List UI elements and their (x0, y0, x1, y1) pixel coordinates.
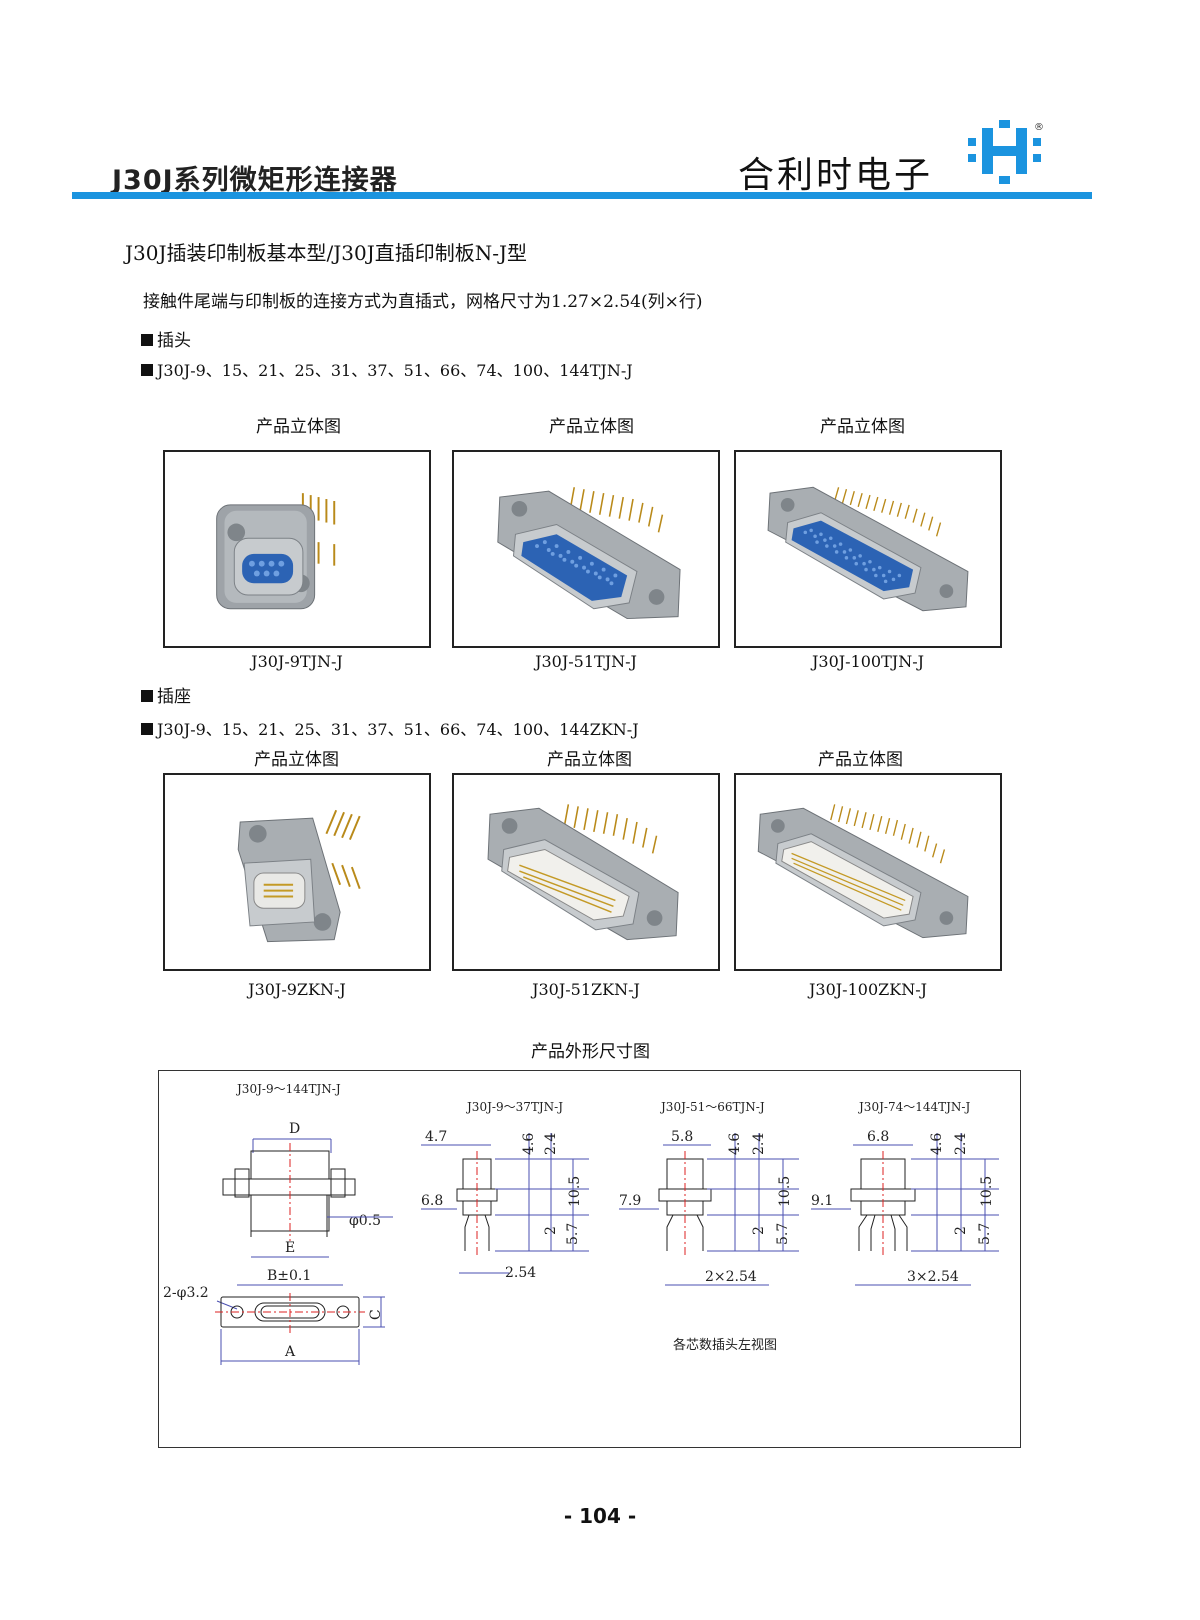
drawing-note: 各芯数插头左视图 (673, 1337, 777, 1353)
socket-caption-3: J30J-100ZKN-J (808, 980, 928, 999)
plug-caption-2: J30J-51TJN-J (535, 652, 637, 671)
series-title: J30J系列微矩形连接器 (112, 165, 398, 196)
svg-text:J30J-74～144TJN-J: J30J-74～144TJN-J (857, 1100, 970, 1114)
plug-view-label-2: 产品立体图 (549, 417, 634, 437)
svg-text:J30J-51～66TJN-J: J30J-51～66TJN-J (659, 1100, 765, 1114)
socket-view-label-1: 产品立体图 (254, 750, 339, 770)
socket-caption-2: J30J-51ZKN-J (532, 980, 640, 999)
plug-image-9 (163, 450, 431, 648)
svg-text:3×2.54: 3×2.54 (907, 1269, 959, 1285)
dim-phi05: φ0.5 (349, 1213, 381, 1229)
svg-text:2.4: 2.4 (543, 1133, 559, 1155)
drawing-title: 产品外形尺寸图 (531, 1042, 650, 1062)
socket-image-9 (163, 773, 431, 971)
plug-image-51 (452, 450, 720, 648)
section-description: 接触件尾端与印制板的连接方式为直插式，网格尺寸为1.27×2.54(列×行) (143, 292, 703, 312)
svg-text:J30J-9～37TJN-J: J30J-9～37TJN-J (465, 1100, 563, 1114)
svg-text:2: 2 (543, 1226, 559, 1235)
svg-text:10.5: 10.5 (777, 1176, 793, 1207)
socket-image-100 (734, 773, 1002, 971)
svg-text:4.7: 4.7 (425, 1129, 447, 1145)
svg-text:6.8: 6.8 (867, 1129, 889, 1145)
plug-caption-1: J30J-9TJN-J (251, 652, 343, 671)
plug-view-label-1: 产品立体图 (256, 417, 341, 437)
plug-caption-3: J30J-100TJN-J (811, 652, 925, 671)
svg-text:2.4: 2.4 (953, 1133, 969, 1155)
header-rule (72, 192, 1092, 199)
svg-text:4.6: 4.6 (929, 1133, 945, 1155)
svg-text:9.1: 9.1 (811, 1193, 833, 1209)
socket-models: J30J-9、15、21、25、31、37、51、66、74、100、144ZK… (141, 716, 639, 740)
plug-view-label-3: 产品立体图 (820, 417, 905, 437)
dim-a: A (284, 1344, 296, 1360)
svg-text:4.6: 4.6 (727, 1133, 743, 1155)
plug-image-100 (734, 450, 1002, 648)
socket-image-51 (452, 773, 720, 971)
socket-view-label-2: 产品立体图 (547, 750, 632, 770)
svg-text:7.9: 7.9 (619, 1193, 641, 1209)
socket-heading: 插座 (141, 682, 191, 707)
svg-text:2×2.54: 2×2.54 (705, 1269, 757, 1285)
svg-text:2: 2 (953, 1226, 969, 1235)
svg-text:6.8: 6.8 (421, 1193, 443, 1209)
svg-text:2: 2 (751, 1226, 767, 1235)
socket-caption-1: J30J-9ZKN-J (248, 980, 346, 999)
socket-view-label-3: 产品立体图 (818, 750, 903, 770)
svg-text:10.5: 10.5 (567, 1176, 583, 1207)
section-title: J30J插装印制板基本型/J30J直插印制板N-J型 (125, 241, 527, 265)
svg-text:5.7: 5.7 (977, 1223, 993, 1245)
dim-e: E (285, 1240, 295, 1256)
plug-models: J30J-9、15、21、25、31、37、51、66、74、100、144TJ… (141, 357, 633, 381)
brand-name: 合利时电子 (738, 155, 934, 196)
registered-mark: ® (1034, 122, 1044, 133)
side-view-3: J30J-74～144TJN-J 6.8 9.1 3×2.54 4.6 2.4 … (811, 1100, 999, 1286)
svg-text:10.5: 10.5 (979, 1176, 995, 1207)
svg-text:2.54: 2.54 (505, 1265, 536, 1281)
plug-heading: 插头 (141, 326, 191, 351)
svg-text:5.7: 5.7 (775, 1223, 791, 1245)
dim-c: C (368, 1309, 384, 1320)
h-logo-icon: ® (968, 120, 1050, 188)
dimension-drawing: J30J-9～144TJN-J D φ0.5 E B±0.1 2-φ3.2 C … (158, 1070, 1021, 1448)
side-view-2: J30J-51～66TJN-J 5.8 7.9 2×2.54 4.6 2.4 1… (619, 1100, 799, 1286)
svg-text:5.8: 5.8 (671, 1129, 693, 1145)
main-view-title: J30J-9～144TJN-J (235, 1082, 341, 1096)
svg-text:2.4: 2.4 (751, 1133, 767, 1155)
side-view-1: J30J-9～37TJN-J 4.7 6.8 2.54 4.6 2.4 10.5… (421, 1100, 589, 1281)
dim-b: B±0.1 (267, 1268, 311, 1284)
svg-text:4.6: 4.6 (521, 1133, 537, 1155)
dim-hole: 2-φ3.2 (163, 1285, 209, 1301)
dim-d: D (289, 1121, 300, 1137)
page-number: - 104 - (563, 1504, 637, 1528)
svg-text:5.7: 5.7 (565, 1223, 581, 1245)
